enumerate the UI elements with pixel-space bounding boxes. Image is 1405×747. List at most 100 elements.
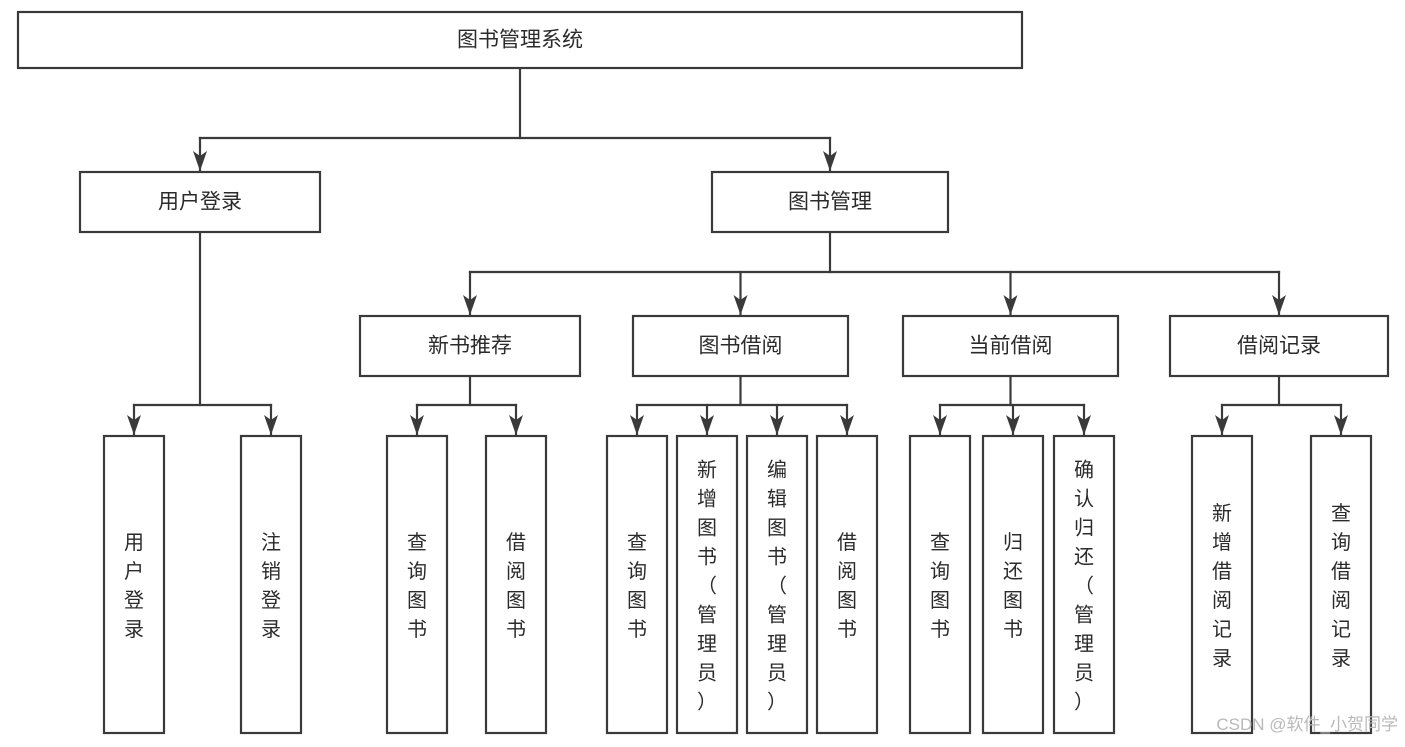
svg-text:书: 书	[506, 618, 526, 641]
svg-text:图: 图	[627, 590, 647, 612]
level2-node-new-book-recommend[interactable]: 新书推荐	[358, 314, 582, 378]
svg-text:（: （	[697, 575, 717, 598]
level2-node-current-borrow-label: 当前借阅	[969, 335, 1053, 358]
level2-node-book-borrow-label: 图书借阅	[699, 335, 783, 358]
svg-text:查: 查	[407, 531, 427, 554]
level1-node-book-management-rect	[710, 170, 950, 234]
leaf-node-leaf-user-login[interactable]: 用户登录	[102, 434, 166, 735]
level2-node-new-book-recommend-rect	[358, 314, 582, 378]
svg-text:管: 管	[1074, 604, 1094, 627]
root-node-book-management-system-rect	[16, 10, 1024, 70]
svg-text:询: 询	[627, 560, 647, 583]
leaf-node-leaf-query-book-2-rect	[605, 434, 669, 735]
svg-text:查: 查	[930, 531, 950, 554]
svg-text:阅: 阅	[837, 560, 857, 583]
svg-text:图: 图	[767, 518, 787, 540]
leaf-node-leaf-add-book-rect	[675, 434, 739, 735]
level2-node-book-borrow[interactable]: 图书借阅	[631, 314, 850, 378]
leaf-node-leaf-logout-rect	[239, 434, 303, 735]
svg-text:图: 图	[930, 590, 950, 612]
level2-node-borrow-record-rect	[1168, 314, 1390, 378]
svg-text:录: 录	[261, 619, 281, 641]
svg-text:增: 增	[1212, 531, 1232, 554]
svg-text:登: 登	[261, 589, 281, 612]
svg-text:书: 书	[837, 618, 857, 641]
svg-text:）: ）	[767, 691, 787, 714]
svg-text:记: 记	[1212, 618, 1232, 641]
svg-text:查: 查	[1331, 502, 1351, 525]
svg-text:阅: 阅	[1212, 589, 1232, 612]
svg-text:员: 员	[1074, 663, 1094, 685]
svg-text:图: 图	[697, 518, 717, 540]
level2-node-borrow-record-label: 借阅记录	[1237, 335, 1321, 358]
root-node-book-management-system-label: 图书管理系统	[457, 29, 583, 52]
svg-text:录: 录	[124, 619, 144, 641]
leaf-node-leaf-query-book-1-rect	[385, 434, 449, 735]
leaf-node-leaf-edit-book-rect	[745, 434, 809, 735]
level1-node-book-management[interactable]: 图书管理	[710, 170, 950, 234]
root-node-book-management-system[interactable]: 图书管理系统	[16, 10, 1024, 70]
svg-text:）: ）	[1074, 691, 1094, 714]
svg-text:借: 借	[837, 531, 857, 554]
level2-node-current-borrow[interactable]: 当前借阅	[901, 314, 1120, 378]
level2-node-borrow-record[interactable]: 借阅记录	[1168, 314, 1390, 378]
svg-text:书: 书	[767, 546, 787, 569]
svg-text:员: 员	[767, 663, 787, 685]
level1-node-user-login-rect	[78, 170, 322, 234]
svg-text:还: 还	[1074, 546, 1094, 569]
svg-text:记: 记	[1331, 618, 1351, 641]
svg-text:理: 理	[1074, 634, 1094, 656]
level1-node-user-login[interactable]: 用户登录	[78, 170, 322, 234]
svg-text:借: 借	[506, 531, 526, 554]
svg-text:借: 借	[1331, 560, 1351, 583]
svg-text:查: 查	[627, 531, 647, 554]
node-boxes-group: 图书管理系统用户登录图书管理新书推荐图书借阅当前借阅借阅记录用户登录注销登录查询…	[16, 10, 1390, 735]
svg-text:询: 询	[407, 560, 427, 583]
svg-text:辑: 辑	[767, 488, 787, 511]
level1-node-book-management-label: 图书管理	[788, 191, 872, 214]
svg-text:书: 书	[1003, 618, 1023, 641]
svg-text:书: 书	[930, 618, 950, 641]
leaf-node-leaf-user-login-rect	[102, 434, 166, 735]
svg-text:新: 新	[697, 459, 717, 482]
leaf-node-leaf-query-record-rect	[1309, 434, 1373, 735]
svg-text:图: 图	[1003, 590, 1023, 612]
svg-text:书: 书	[697, 546, 717, 569]
svg-text:管: 管	[697, 604, 717, 627]
svg-text:户: 户	[124, 560, 144, 583]
svg-text:注: 注	[261, 531, 281, 554]
level2-node-new-book-recommend-label: 新书推荐	[428, 335, 512, 358]
leaf-node-leaf-query-book-3-rect	[908, 434, 972, 735]
svg-text:新: 新	[1212, 502, 1232, 525]
svg-text:图: 图	[506, 590, 526, 612]
leaf-node-leaf-return-book-rect	[981, 434, 1045, 735]
leaf-node-leaf-borrow-book-2-rect	[815, 434, 879, 735]
svg-text:（: （	[1074, 575, 1094, 598]
svg-text:增: 增	[697, 488, 717, 511]
svg-text:录: 录	[1331, 648, 1351, 670]
connector-lines-group	[127, 66, 1348, 437]
svg-text:阅: 阅	[1331, 589, 1351, 612]
svg-text:认: 认	[1074, 488, 1094, 511]
leaf-node-leaf-add-record-rect	[1190, 434, 1254, 735]
